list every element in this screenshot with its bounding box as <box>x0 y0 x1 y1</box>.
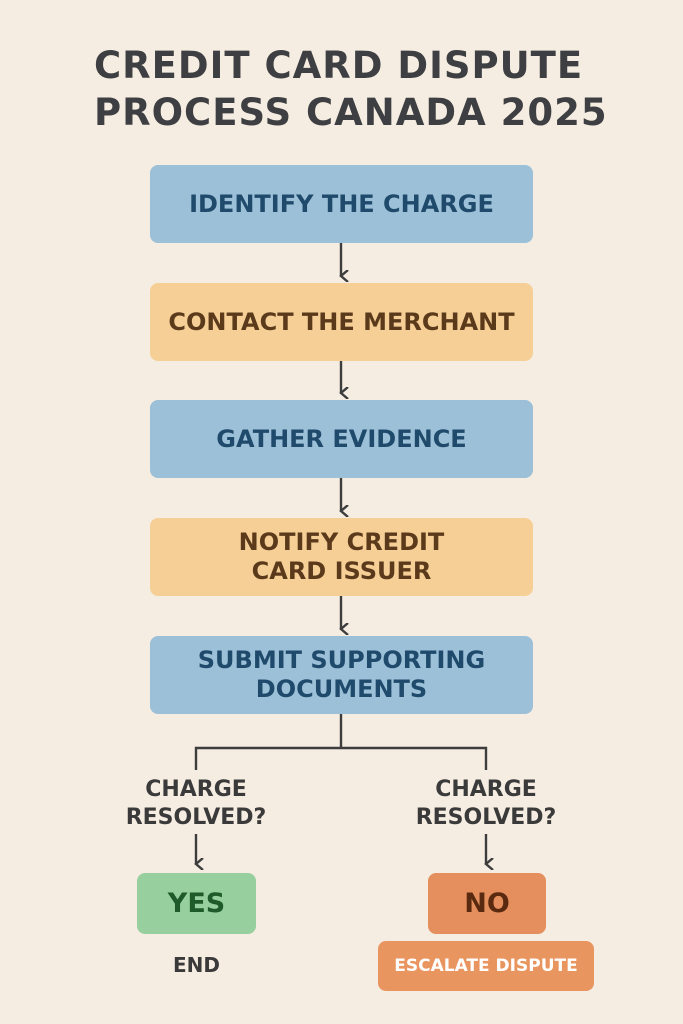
diagram-title: CREDIT CARD DISPUTE PROCESS CANADA 2025 <box>94 42 654 136</box>
step-label: NOTIFY CREDIT CARD ISSUER <box>238 528 445 585</box>
step-label: IDENTIFY THE CHARGE <box>189 189 494 218</box>
step-identify-the-charge: IDENTIFY THE CHARGE <box>150 165 533 243</box>
diagram-title-line-1: CREDIT CARD DISPUTE <box>94 44 584 87</box>
answer-no-label: NO <box>464 888 510 919</box>
escalate-dispute-box: ESCALATE DISPUTE <box>378 941 594 991</box>
step-submit-supporting-documents: SUBMIT SUPPORTING DOCUMENTS <box>150 636 533 714</box>
left-branch-question: CHARGE RESOLVED? <box>125 777 267 830</box>
right-branch-question: CHARGE RESOLVED? <box>415 777 557 830</box>
step-label: SUBMIT SUPPORTING DOCUMENTS <box>197 646 486 703</box>
step-label: CONTACT THE MERCHANT <box>168 307 515 336</box>
answer-yes-label: YES <box>167 888 226 919</box>
diagram-title-line-2: PROCESS CANADA 2025 <box>94 91 608 134</box>
branch-splitter <box>194 714 488 770</box>
answer-yes-box: YES <box>137 873 256 934</box>
step-label: GATHER EVIDENCE <box>216 424 467 453</box>
step-contact-the-merchant: CONTACT THE MERCHANT <box>150 283 533 361</box>
answer-no-box: NO <box>428 873 546 934</box>
end-label: END <box>172 953 220 977</box>
step-notify-credit-card-issuer: NOTIFY CREDIT CARD ISSUER <box>150 518 533 596</box>
step-gather-evidence: GATHER EVIDENCE <box>150 400 533 478</box>
escalate-dispute-label: ESCALATE DISPUTE <box>394 956 578 976</box>
